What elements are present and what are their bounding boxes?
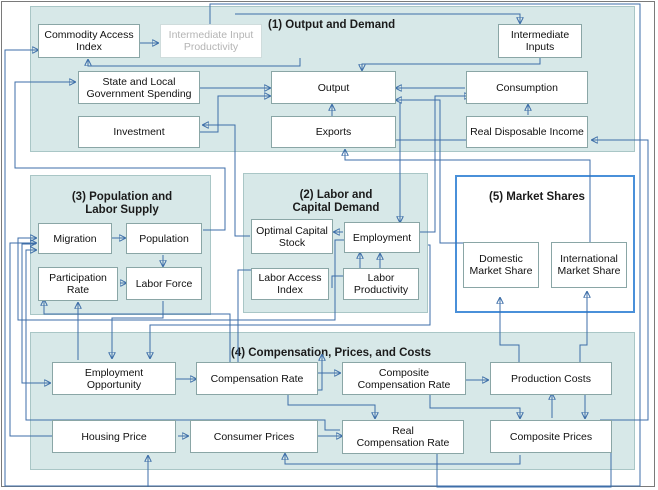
block-title-output-demand: (1) Output and Demand [268, 19, 396, 31]
node-consumer-prices: Consumer Prices [190, 420, 318, 453]
node-employment: Employment [344, 222, 420, 253]
node-employment-opportunity: Employment Opportunity [52, 362, 176, 395]
node-production-costs: Production Costs [490, 362, 612, 395]
node-labor-access-index: Labor Access Index [251, 268, 329, 300]
node-intermediate-inputs: Intermediate Inputs [498, 24, 582, 58]
node-consumption: Consumption [466, 71, 588, 104]
block-title-compensation-prices-costs: (4) Compensation, Prices, and Costs [231, 347, 432, 359]
block-title-population-labor-supply: (3) Population and Labor Supply [71, 191, 173, 216]
node-exports: Exports [271, 116, 396, 148]
node-domestic-market-share: Domestic Market Share [463, 242, 539, 288]
node-state-local-spending: State and Local Government Spending [78, 71, 200, 104]
node-composite-prices: Composite Prices [490, 420, 612, 453]
node-real-disposable-income: Real Disposable Income [466, 116, 588, 148]
block-title-market-shares: (5) Market Shares [489, 191, 585, 203]
node-real-compensation-rate: Real Compensation Rate [342, 420, 464, 454]
node-participation-rate: Participation Rate [38, 267, 118, 301]
node-international-market-share: International Market Share [551, 242, 627, 288]
node-labor-productivity: Labor Productivity [343, 268, 419, 300]
node-intermediate-input-productivity: Intermediate Input Productivity [160, 24, 262, 58]
node-composite-compensation-rate: Composite Compensation Rate [342, 362, 466, 395]
node-labor-force: Labor Force [126, 267, 202, 300]
block-title-labor-capital-demand: (2) Labor and Capital Demand [292, 189, 380, 214]
node-compensation-rate: Compensation Rate [196, 362, 318, 395]
node-investment: Investment [78, 116, 200, 148]
node-housing-price: Housing Price [52, 420, 176, 453]
node-migration: Migration [38, 223, 112, 254]
node-output: Output [271, 71, 396, 104]
node-population: Population [126, 223, 202, 254]
node-commodity-access-index: Commodity Access Index [38, 24, 140, 58]
node-optimal-capital-stock: Optimal Capital Stock [251, 219, 333, 254]
